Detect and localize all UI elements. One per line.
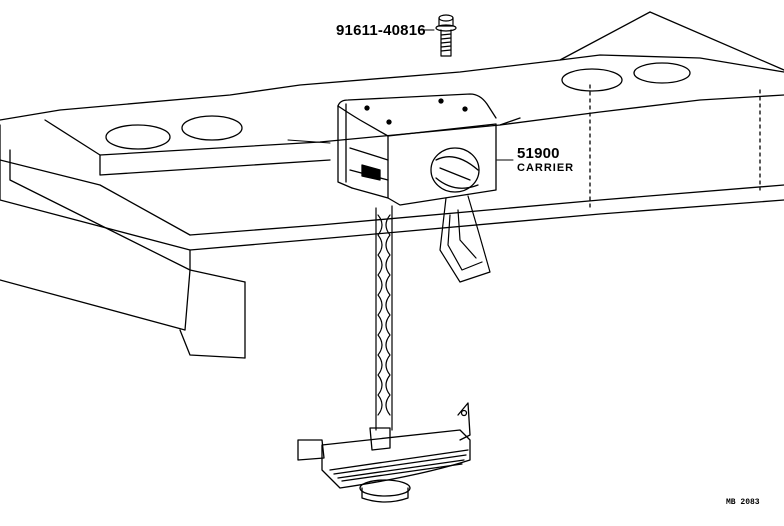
tire-tray — [297, 402, 471, 503]
bolt-91611-40816 — [435, 14, 457, 57]
part-number-carrier: 51900 — [517, 145, 560, 162]
illustration-code: MB 2083 — [726, 498, 760, 507]
part-name-carrier: CARRIER — [517, 162, 575, 174]
chain-hook — [439, 195, 491, 283]
chain-vertical — [375, 205, 393, 431]
part-number-bolt: 91611-40816 — [336, 22, 426, 39]
carrier-51900 — [337, 93, 497, 206]
